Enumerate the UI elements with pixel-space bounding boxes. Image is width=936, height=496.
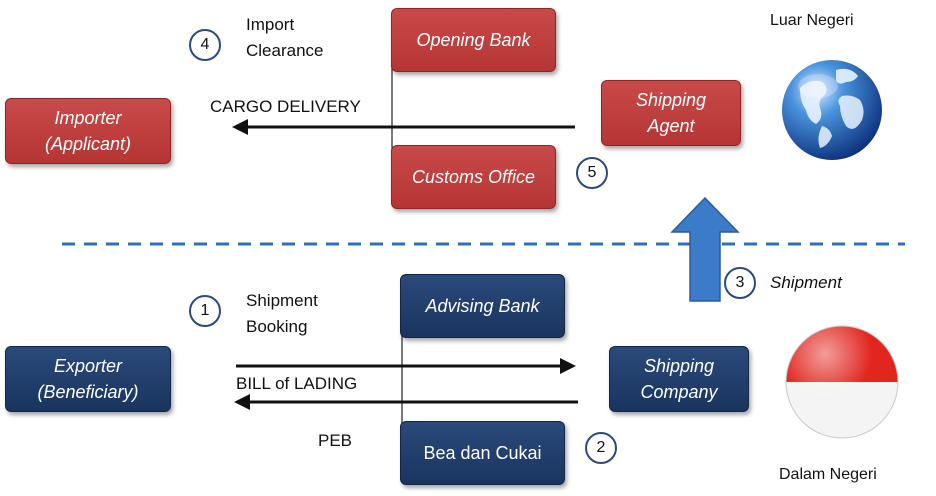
bea-cukai-box: Bea dan Cukai [400,421,565,485]
step-3-badge: 3 [724,267,756,299]
customs-office-box: Customs Office [391,145,556,209]
step-1-badge: 1 [189,295,221,327]
exporter-box: Exporter (Beneficiary) [5,346,171,412]
import-clearance-label: Import Clearance [246,15,324,60]
shipment-booking-arrowhead [560,358,576,374]
bill-of-lading-label: BILL of LADING [236,374,358,393]
step-4-badge: 4 [189,29,221,61]
opening-bank-box: Opening Bank [391,8,556,72]
shipment-label: Shipment [770,273,842,292]
step-5-badge: 5 [576,157,608,189]
shipment-up-arrow [670,196,740,302]
shipping-agent-box: Shipping Agent [601,80,741,146]
cargo-delivery-label: CARGO DELIVERY [210,97,361,116]
region-abroad-label: Luar Negeri [770,12,854,29]
region-domestic-label: Dalam Negeri [779,466,877,483]
step-2-badge: 2 [585,432,617,464]
advising-bank-box: Advising Bank [400,274,565,338]
bill-of-lading-arrowhead [234,394,250,410]
importer-box: Importer (Applicant) [5,98,171,164]
shipping-company-box: Shipping Company [609,346,749,412]
shipment-booking-label: Shipment Booking [246,291,318,336]
indonesia-flag-icon [785,325,899,439]
cargo-delivery-arrowhead [232,119,248,135]
globe-icon [782,60,882,160]
peb-label: PEB [318,431,353,450]
